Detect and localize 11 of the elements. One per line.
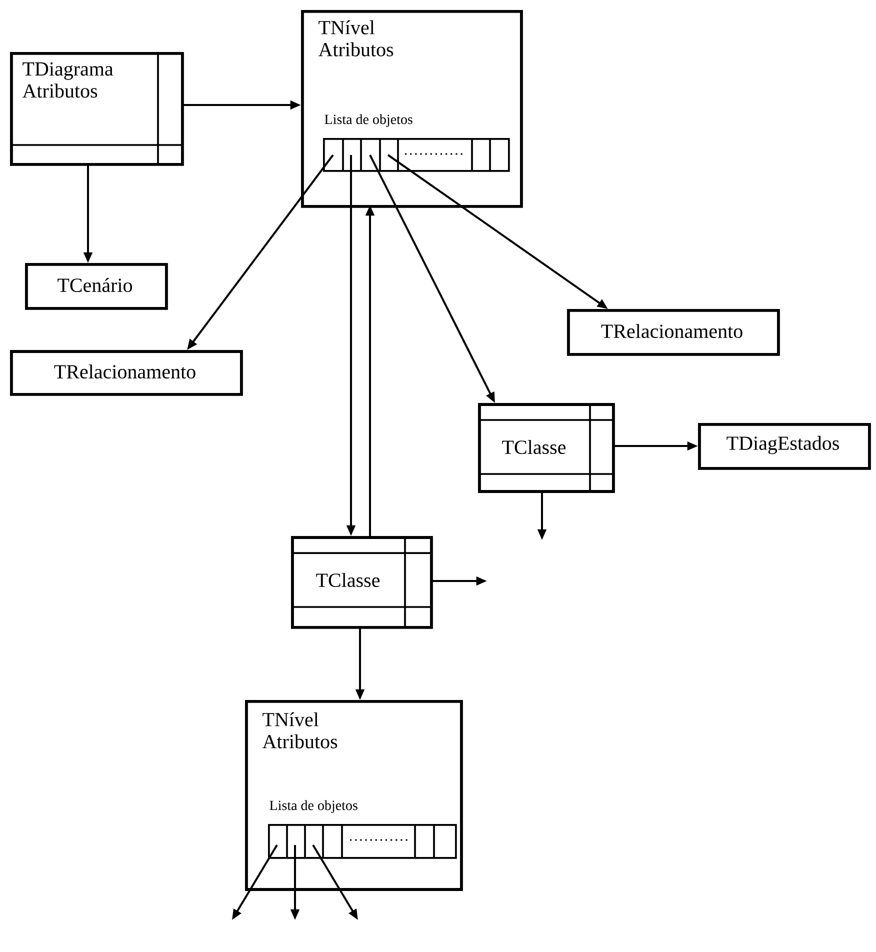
class-box: TRelacionamento	[10, 350, 243, 396]
class-box: TDiagrama Atributos	[10, 52, 184, 166]
class-box: TClasse	[478, 403, 615, 493]
class-box: TRelacionamento	[567, 309, 780, 356]
object-list: Lista de objetos	[268, 800, 457, 859]
class-box: TDiagEstados	[698, 423, 871, 470]
class-box: TCenário	[25, 263, 168, 310]
node-label: Lista de objetos	[324, 114, 412, 127]
object-list: Lista de objetos	[323, 114, 510, 172]
node-label: Lista de objetos	[270, 800, 358, 813]
class-box: TClasse	[291, 536, 433, 629]
